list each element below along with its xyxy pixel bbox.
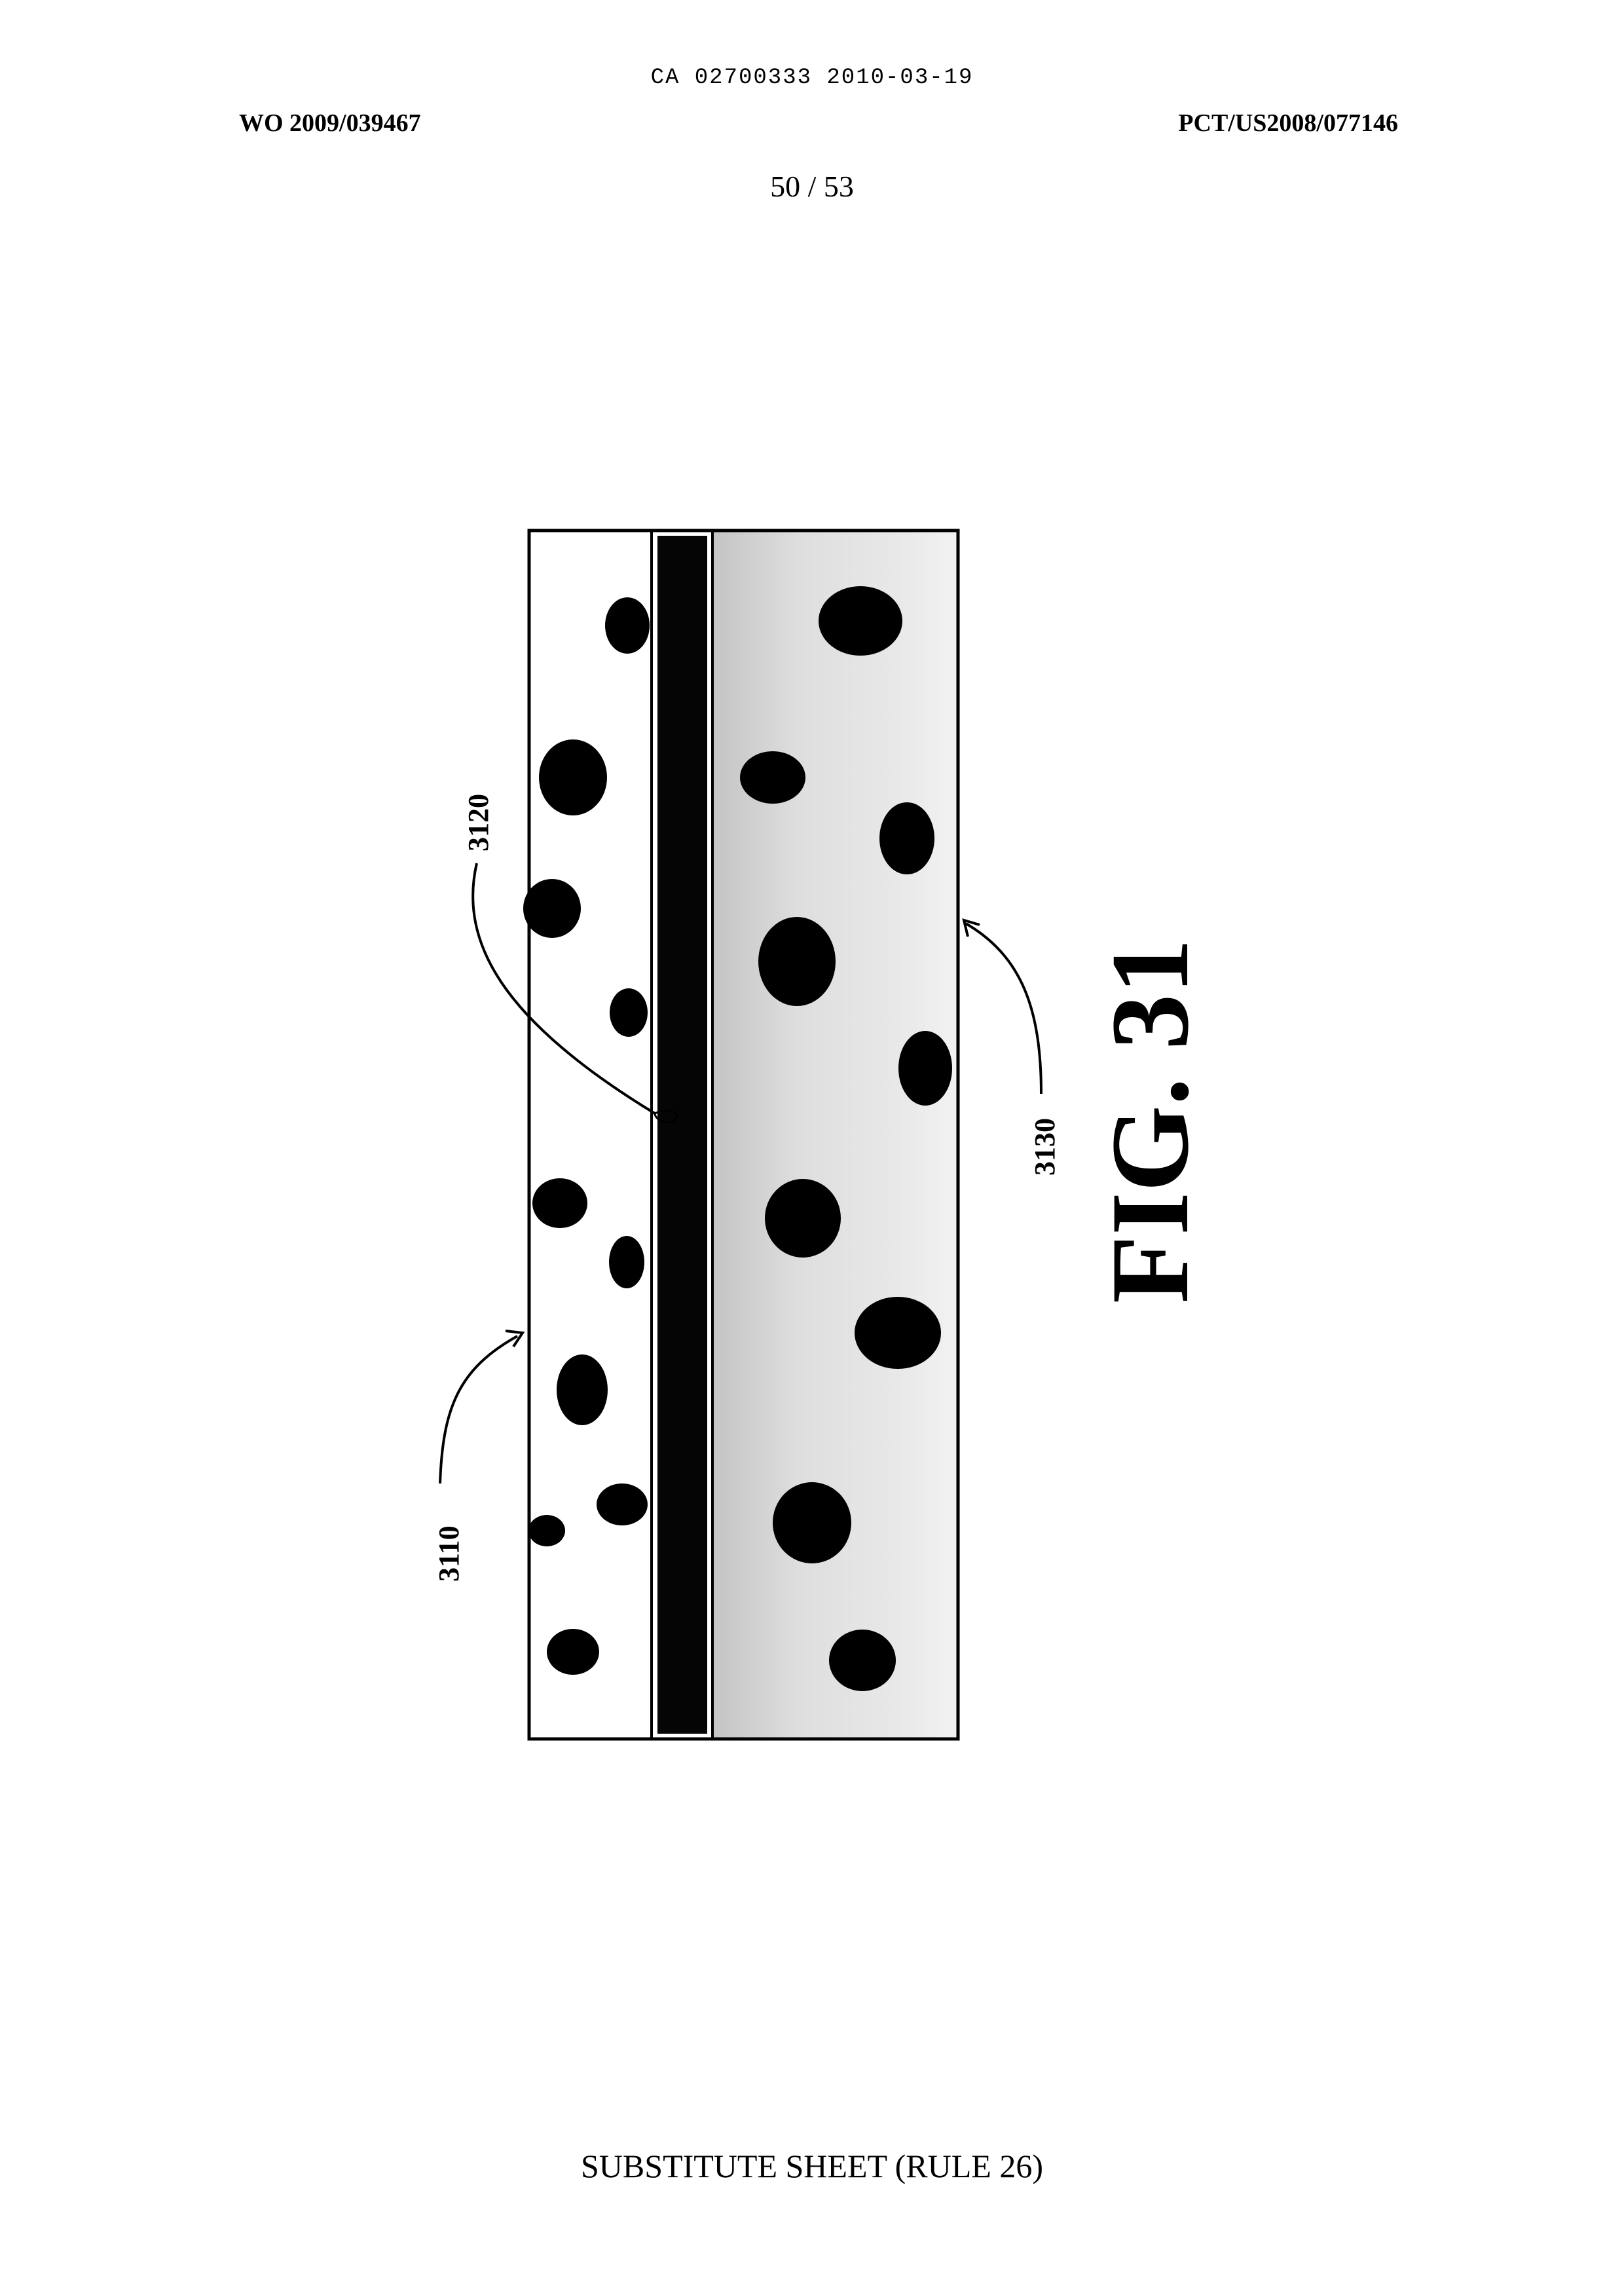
particle	[609, 1236, 644, 1288]
particle	[773, 1482, 851, 1563]
leader-3110	[440, 1331, 523, 1483]
leader-3130	[964, 920, 1041, 1094]
label-3120: 3120	[462, 794, 494, 851]
particle	[740, 751, 805, 804]
particle	[557, 1354, 608, 1425]
particle	[523, 879, 581, 938]
particle	[898, 1031, 952, 1106]
particle	[855, 1297, 941, 1369]
particle	[610, 988, 648, 1037]
label-3110: 3110	[433, 1525, 465, 1582]
particle	[879, 802, 934, 874]
particle	[547, 1629, 599, 1675]
particle	[539, 739, 607, 815]
particle	[819, 586, 902, 656]
particle	[829, 1630, 896, 1691]
layer-3110	[529, 531, 652, 1739]
particle	[532, 1178, 587, 1228]
footer-substitute-sheet: SUBSTITUTE SHEET (RULE 26)	[0, 2147, 1624, 2185]
membrane-core	[657, 536, 707, 1734]
particle	[605, 597, 650, 654]
label-3130: 3130	[1029, 1118, 1061, 1176]
figure-title: FIG. 31	[1088, 939, 1211, 1303]
particle	[758, 917, 836, 1006]
layer-3130	[712, 531, 958, 1739]
particle	[528, 1515, 565, 1546]
particle	[765, 1179, 841, 1258]
particle	[597, 1483, 648, 1525]
